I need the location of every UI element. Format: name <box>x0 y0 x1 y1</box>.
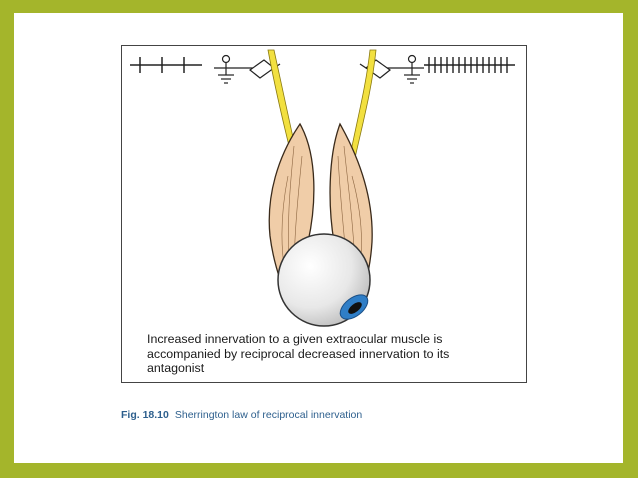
slide: Increased innervation to a given extraoc… <box>14 13 623 463</box>
figure-label: Fig. 18.10 <box>121 409 169 421</box>
figure-description: Increased innervation to a given extraoc… <box>147 332 450 376</box>
figure-caption: Fig. 18.10 Sherrington law of reciprocal … <box>121 409 362 421</box>
figure-box: Increased innervation to a given extraoc… <box>121 45 527 383</box>
pupil <box>348 302 362 314</box>
figure-caption-text: Sherrington law of reciprocal innervatio… <box>174 409 363 421</box>
left-spike-trace <box>130 57 202 73</box>
right-spike-trace <box>424 57 515 73</box>
eye-muscle-diagram <box>130 49 515 327</box>
